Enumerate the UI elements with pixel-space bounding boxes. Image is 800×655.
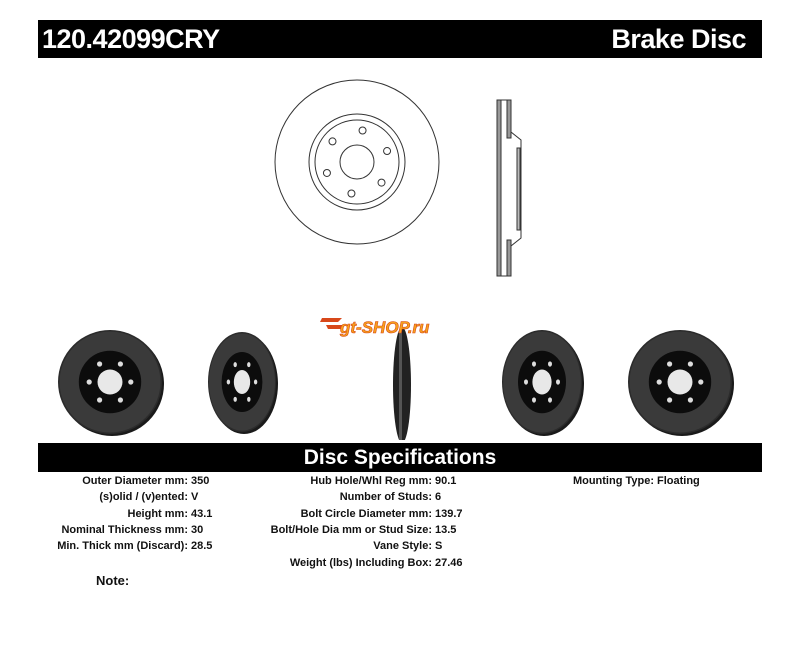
spec-label: Weight (lbs) Including Box: xyxy=(289,556,432,569)
spec-label: (s)olid / (v)ented: xyxy=(99,491,188,504)
spec-label: Bolt Circle Diameter mm: xyxy=(300,507,432,520)
side-view-drawing xyxy=(496,99,522,277)
spec-value: 43.1 xyxy=(191,507,213,520)
spec-label: Nominal Thickness mm: xyxy=(61,523,188,536)
disc-photos xyxy=(58,327,734,440)
specs-title-bar: Disc Specifications xyxy=(38,443,762,472)
product-type: Brake Disc xyxy=(611,24,746,54)
spec-value: Floating xyxy=(657,475,700,487)
spec-label: Height mm: xyxy=(127,507,189,520)
spec-label: Number of Studs: xyxy=(339,491,432,504)
specs-title: Disc Specifications xyxy=(303,446,497,469)
spec-value: 90.1 xyxy=(435,475,457,487)
spec-value: 13.5 xyxy=(435,523,457,536)
spec-value: 139.7 xyxy=(435,507,463,520)
part-number: 120.42099CRY xyxy=(42,24,220,54)
spec-label: Min. Thick mm (Discard): xyxy=(57,540,188,553)
bolt-hole xyxy=(377,178,386,187)
bolt-hole xyxy=(383,147,392,156)
disc-photo-angled-right xyxy=(502,330,584,436)
spec-value: V xyxy=(191,491,199,504)
spec-label: Bolt/Hole Dia mm or Stud Size: xyxy=(270,523,432,536)
spec-value: S xyxy=(435,540,443,553)
header-bar: 120.42099CRY Brake Disc xyxy=(38,20,762,58)
bolt-hole xyxy=(347,189,356,198)
bolt-hole xyxy=(322,168,331,177)
disc-photo-angled-left xyxy=(208,332,278,434)
spec-label: Outer Diameter mm: xyxy=(82,475,188,487)
disc-photo-rear xyxy=(628,330,734,436)
front-view-drawing xyxy=(274,79,440,245)
logo-gt-shop: gt-SHOP.ru xyxy=(320,318,430,337)
spec-label: Hub Hole/Whl Reg mm: xyxy=(310,475,432,487)
bolt-hole xyxy=(328,137,337,146)
disc-photo-edge xyxy=(393,327,411,440)
spec-value: 30 xyxy=(191,523,204,536)
spec-value: 28.5 xyxy=(191,540,213,553)
disc-photo-front xyxy=(58,330,164,436)
spec-value: 27.46 xyxy=(435,556,463,569)
note-label: Note: xyxy=(96,573,130,588)
svg-text:gt-SHOP.ru: gt-SHOP.ru xyxy=(339,318,430,337)
disc-drawings: gt-SHOP.ru xyxy=(58,79,734,440)
spec-label: Vane Style: xyxy=(373,540,432,553)
spec-label: Mounting Type: xyxy=(572,475,654,487)
bolt-hole xyxy=(358,126,367,135)
spec-value: 6 xyxy=(435,491,442,504)
spec-value: 350 xyxy=(191,475,210,487)
